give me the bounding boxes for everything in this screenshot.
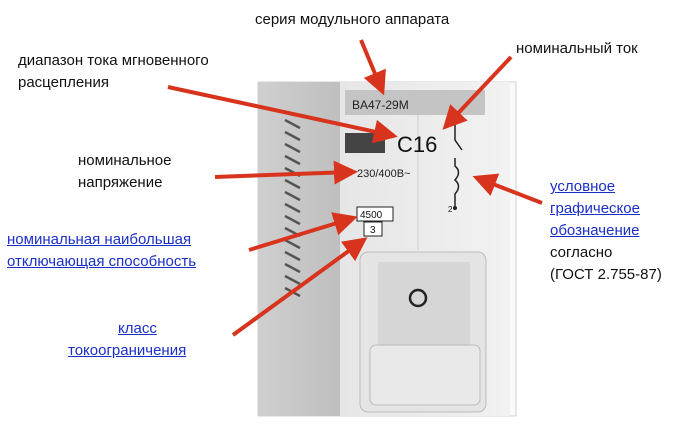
link-limit-class-1[interactable]: класс [118,320,157,337]
arrow-limit-class [231,237,368,337]
device-model: BA47-29M [352,98,409,112]
link-breaking-capacity-2[interactable]: отключающая способность [7,253,197,270]
arrow-symbol [472,173,543,205]
label-rated-current: номинальный ток [516,40,638,57]
terminal-bottom: 2 [448,205,453,214]
arrow-series [359,39,386,96]
label-symbol-note-2: (ГОСТ 2.755-87) [550,266,662,283]
arrow-trip-range [167,85,398,144]
arrow-breaking-capacity [248,212,358,252]
arrows [167,39,543,337]
toggle-handle [369,344,481,406]
label-rated-voltage-1: номинальное [78,152,172,169]
breaker-body [257,81,517,417]
link-symbol-2[interactable]: графическое [550,200,640,217]
link-symbol-3[interactable]: обозначение [550,222,640,239]
label-rated-voltage-2: напряжение [78,174,163,191]
device-breaking-capacity: 4500 [360,210,383,221]
device-limit-class: 3 [370,225,376,236]
indicator-window [345,133,385,153]
link-symbol-1[interactable]: условное [550,178,616,195]
label-trip-range-1: диапазон тока мгновенного [18,52,209,69]
arrow-rated-voltage [214,160,358,185]
label-trip-range-2: расцепления [18,74,109,91]
arrow-rated-current [442,55,513,130]
label-series: серия модульного аппарата [255,11,450,28]
handle-indicator [408,288,428,308]
label-symbol-note-1: согласно [550,244,613,261]
device-voltage: 230/400B~ [357,168,411,180]
link-limit-class-2[interactable]: токоограничения [68,342,187,359]
link-breaking-capacity-1[interactable]: номинальная наибольшая [7,231,192,248]
device-curve-current: C16 [397,132,437,157]
